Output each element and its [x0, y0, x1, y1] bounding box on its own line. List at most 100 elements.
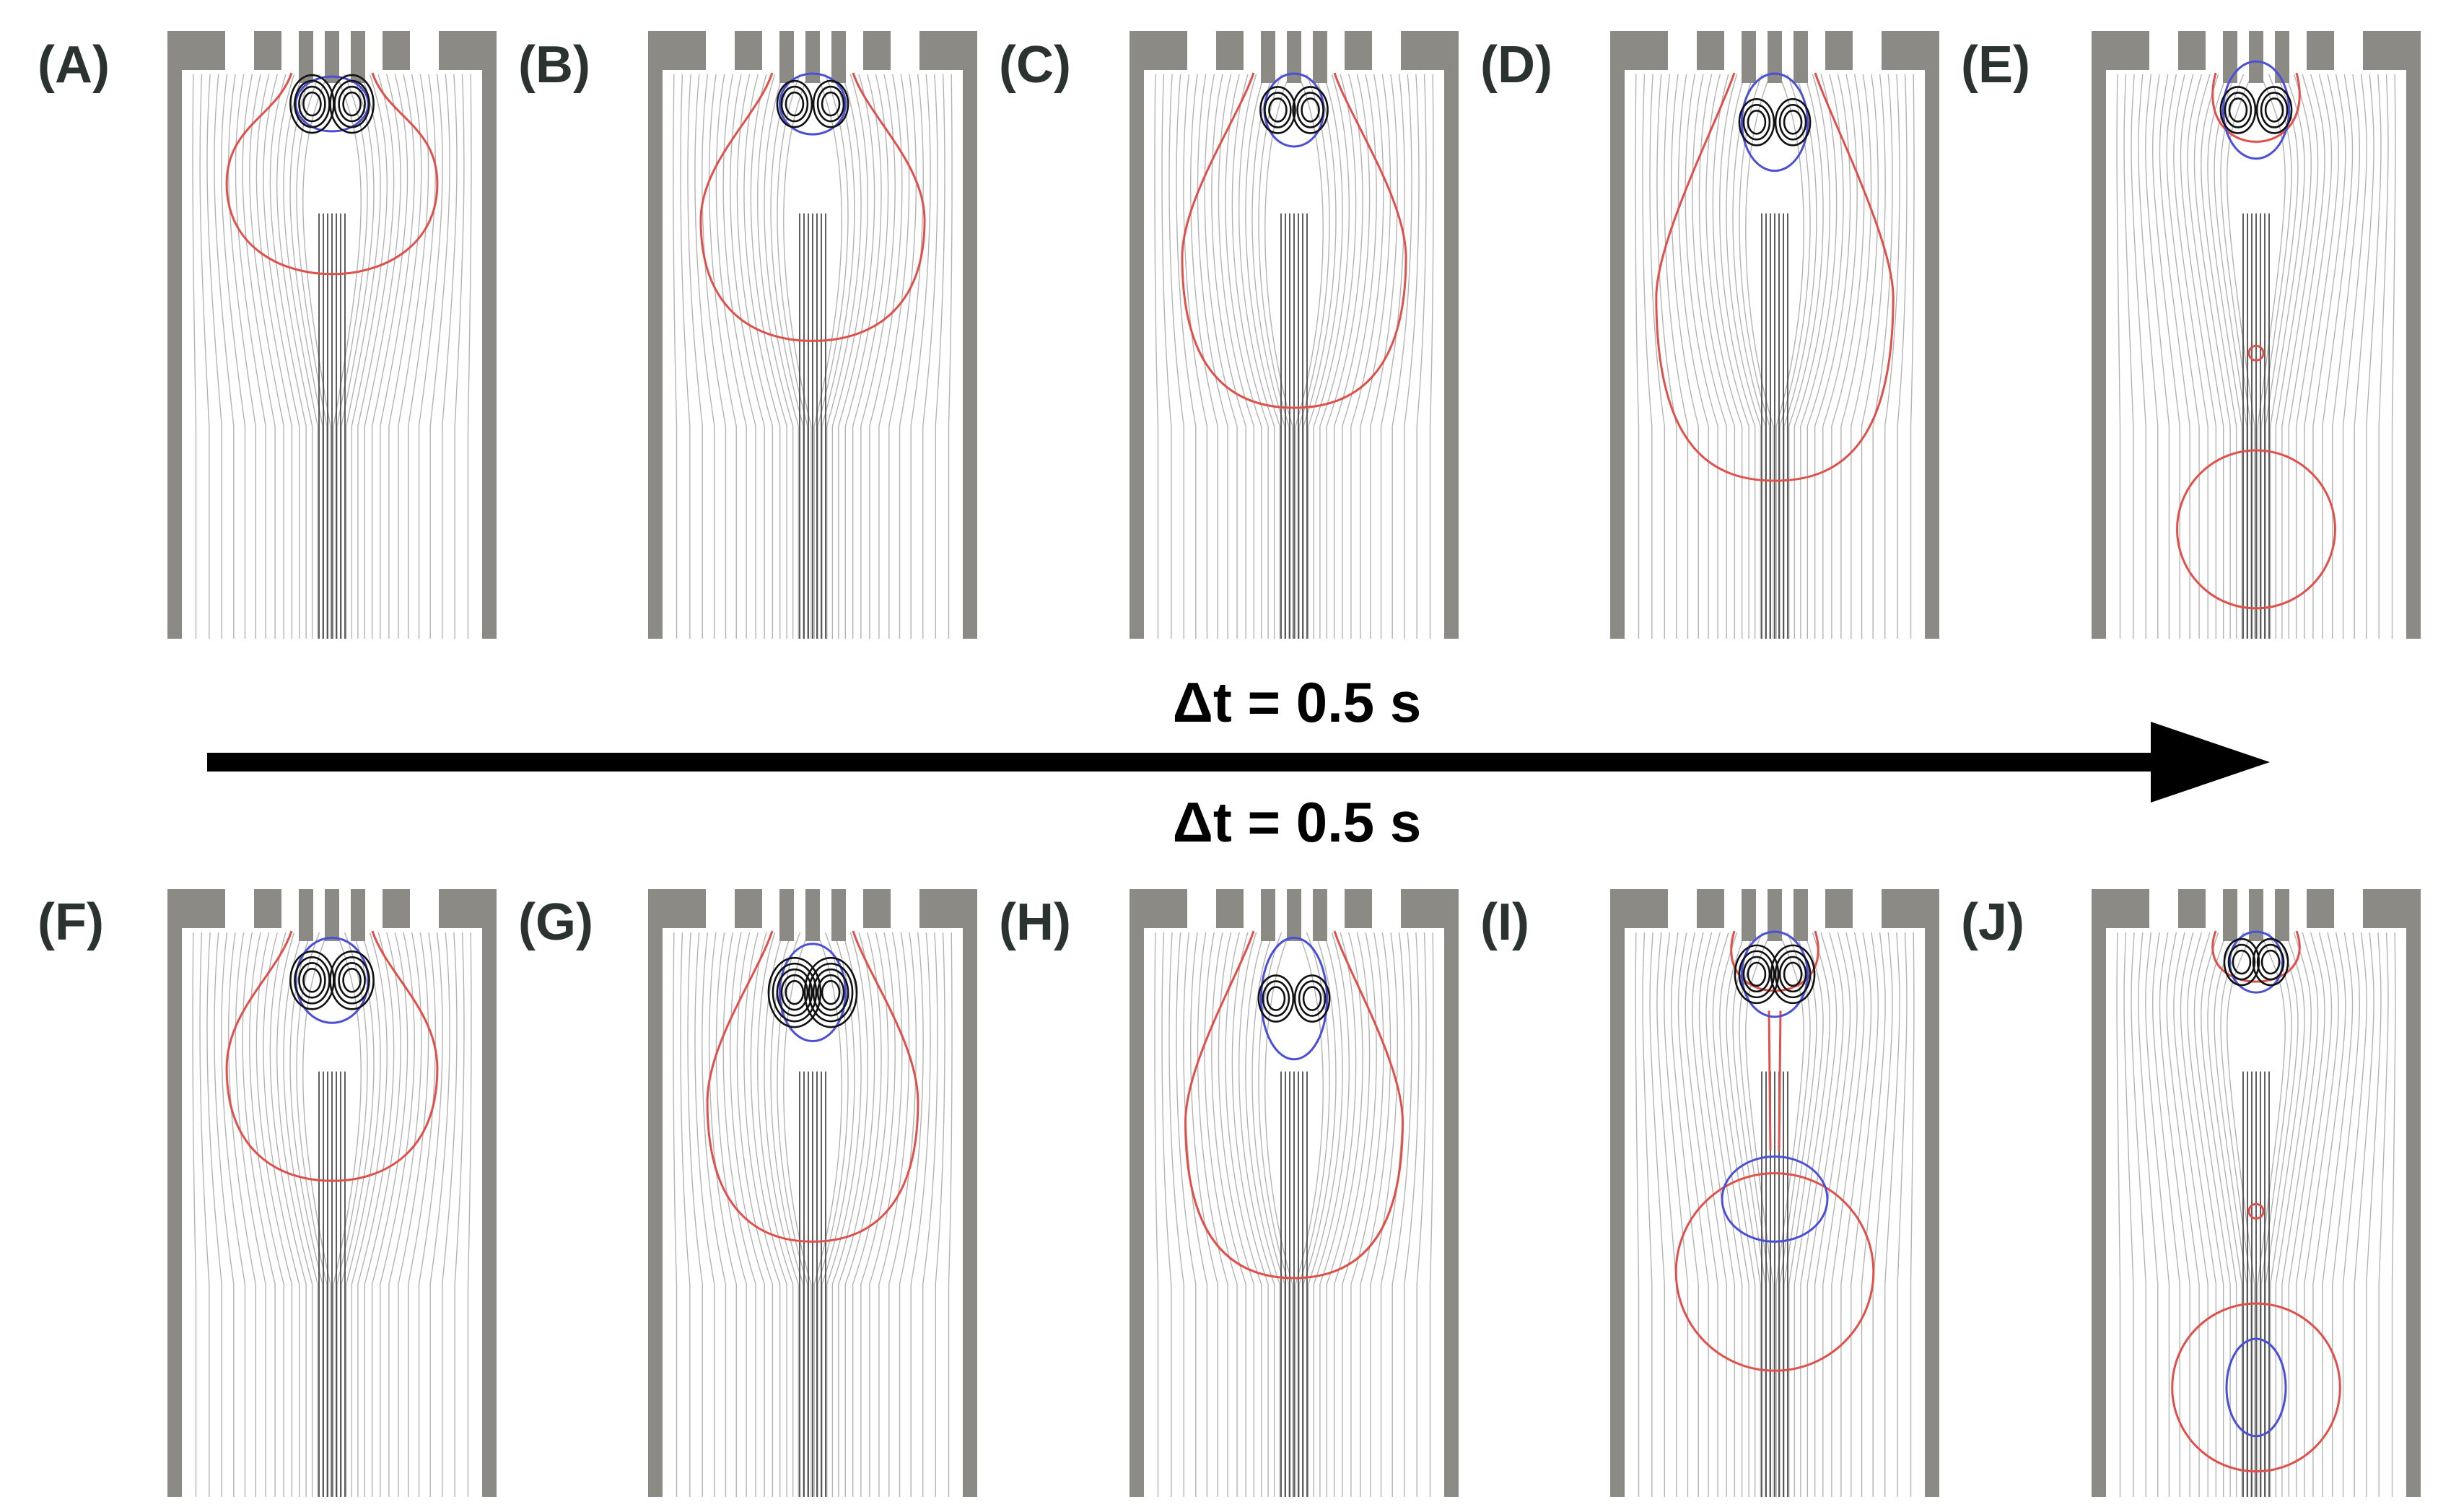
inner-blue-contour	[1721, 1155, 1829, 1243]
streamline	[844, 74, 882, 639]
streamline	[289, 932, 323, 1497]
left-wall	[1130, 31, 1144, 639]
nozzle-walls	[167, 31, 497, 639]
vortex-pair	[2223, 938, 2289, 987]
streamline	[730, 932, 765, 1497]
inlet-tube-right	[2275, 889, 2289, 941]
streamline	[1350, 74, 1384, 639]
streamline	[2257, 74, 2286, 639]
nozzle-walls	[1610, 31, 1939, 639]
streamline	[2322, 74, 2354, 639]
streamline	[2378, 74, 2389, 639]
streamline	[1333, 932, 1371, 1497]
streamline	[1712, 932, 1749, 1497]
streamline	[756, 74, 794, 639]
left-wall	[648, 31, 663, 639]
vortex-ring	[812, 79, 849, 128]
right-wall	[963, 889, 977, 1497]
vortex-pair	[289, 951, 375, 1010]
timeline-arrow	[207, 722, 2270, 803]
vortex-ring	[1778, 956, 1807, 993]
vortex-ring	[1770, 944, 1816, 1005]
streamline	[1168, 932, 1184, 1497]
streamline	[1161, 74, 1172, 639]
streamline	[1308, 932, 1343, 1497]
streamline	[722, 932, 756, 1497]
bottom-time-step-label: Δt = 0.5 s	[1173, 790, 1421, 854]
streamline	[1231, 932, 1269, 1497]
vortex-ring	[289, 74, 335, 134]
streamline	[214, 932, 235, 1497]
top-right-block	[1882, 889, 1939, 928]
streamline	[1718, 932, 1756, 1497]
streamline	[380, 74, 415, 639]
streamline	[1739, 932, 1770, 1497]
streamline	[1692, 932, 1727, 1497]
vortex-ring	[2232, 949, 2252, 975]
vortex-ring	[329, 951, 375, 1010]
streamline	[1642, 74, 1653, 639]
top-right-inner-block	[1345, 889, 1372, 928]
top-right-block	[1401, 889, 1459, 928]
streamline	[467, 74, 472, 639]
streamline	[1391, 74, 1412, 639]
right-wall	[1444, 31, 1459, 639]
panel-d: (D)	[1480, 31, 1939, 639]
streamline	[708, 932, 737, 1497]
streamline	[2187, 932, 2224, 1497]
top-right-inner-block	[1345, 31, 1372, 70]
streamline	[1685, 74, 1718, 639]
streamline	[1692, 74, 1727, 639]
inlet-tube-left	[1261, 889, 1275, 941]
top-right-block	[2363, 889, 2421, 928]
top-right-block	[919, 889, 977, 928]
streamline	[336, 932, 368, 1497]
vortex-ring	[338, 85, 366, 123]
top-left-block	[648, 889, 706, 928]
inlet-tube-left	[779, 889, 794, 941]
blue-contour	[1263, 72, 1325, 148]
left-wall	[167, 31, 182, 639]
streamline	[2166, 74, 2200, 639]
streamline	[336, 74, 368, 639]
streamline	[2288, 74, 2325, 639]
streamline	[341, 932, 375, 1497]
streamline	[2131, 74, 2146, 639]
streamline	[1698, 932, 1736, 1497]
streamline	[235, 74, 266, 639]
streamline	[2116, 74, 2121, 639]
panel-label: (J)	[1961, 893, 2024, 951]
panel-f: (F)	[38, 889, 497, 1497]
streamline	[418, 932, 443, 1497]
streamline	[1861, 932, 1886, 1497]
vortex-ring	[1774, 98, 1812, 147]
streamline	[838, 74, 875, 639]
streamline	[1380, 74, 1405, 639]
red-neck-thread	[1768, 1010, 1782, 1151]
vortex-pair	[1259, 86, 1329, 134]
streamline	[2138, 74, 2159, 639]
top-left-block	[2092, 889, 2149, 928]
streamline	[736, 74, 774, 639]
streamline	[673, 74, 678, 639]
streamline	[1183, 74, 1208, 639]
vortex-ring	[816, 974, 845, 1011]
streamline	[1806, 932, 1844, 1497]
streamline	[2138, 932, 2159, 1497]
panels-group: (A)(B)(C)(D)(E)(F)(G)(H)(I)(J)	[38, 31, 2421, 1497]
nozzle-walls	[648, 31, 977, 639]
streamline	[351, 74, 388, 639]
inlet-tube-right	[1313, 889, 1327, 941]
vortex-ring	[2223, 938, 2260, 987]
vortex-ring	[1734, 944, 1780, 1005]
streamline	[1670, 932, 1699, 1497]
vortex-ring	[1738, 98, 1775, 147]
streamline	[364, 932, 401, 1497]
vortex-ring	[785, 91, 805, 117]
red-contour	[699, 72, 926, 342]
streamline	[2295, 74, 2333, 639]
vortex-ring	[821, 91, 841, 117]
streamline	[2304, 932, 2339, 1497]
panel-label: (D)	[1480, 36, 1552, 94]
